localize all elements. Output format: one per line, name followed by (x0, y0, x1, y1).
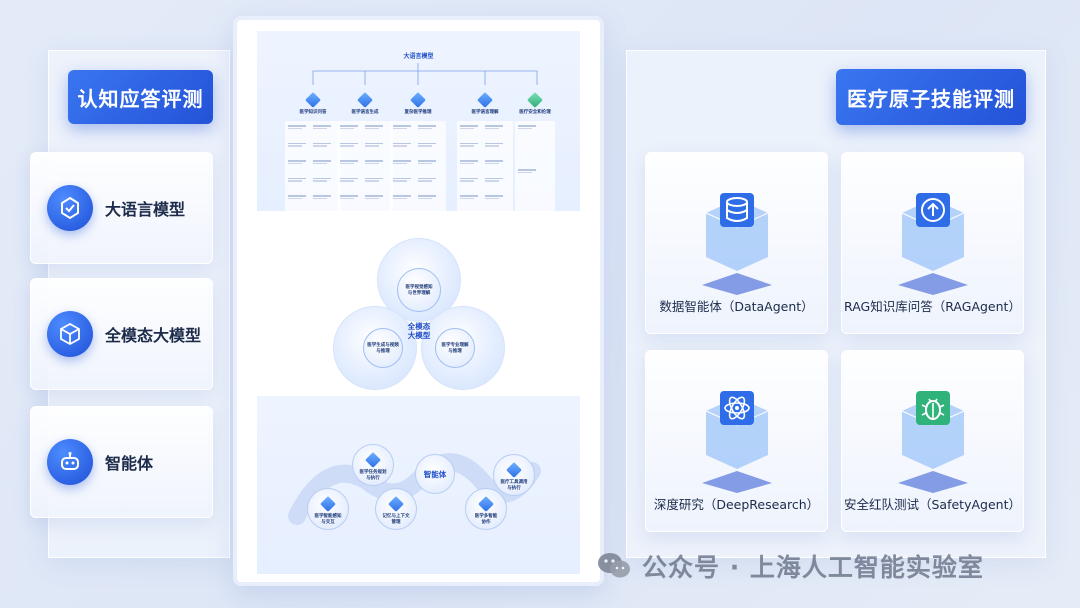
cube-icon (478, 496, 494, 512)
omni-lobe-hub: 医学视觉感知 与世界理解 (397, 268, 441, 312)
agent-node-label: 医学智能感知 与交互 (314, 514, 342, 525)
safety-agent-card[interactable]: 安全红队测试（SafetyAgent） (841, 350, 1024, 532)
database-icon (702, 193, 772, 295)
agent-node-label: 医学多智能 协作 (474, 514, 498, 525)
llm-node-column: 医学知识问答 (285, 92, 341, 213)
llm-node-label: 医学语言生成 (351, 110, 379, 115)
data-agent-card[interactable]: 数据智能体（DataAgent） (645, 152, 828, 334)
omni-hub-title: 全模态 大模型 (407, 322, 431, 340)
atom-icon (702, 391, 772, 493)
agent-card-label: 智能体 (105, 454, 154, 473)
robot-icon (47, 439, 93, 485)
agent-node-label: 医学任务规划 与执行 (359, 470, 387, 481)
box-3d-icon (47, 311, 93, 357)
watermark-text: 公众号 · 上海人工智能实验室 (642, 553, 984, 582)
omni-lobe-hub: 医学生成与视频 与推理 (363, 328, 403, 368)
cube-icon (388, 496, 404, 512)
llm-card[interactable]: 大语言模型 (30, 152, 213, 264)
cube-icon (320, 496, 336, 512)
llm-card-label: 大语言模型 (105, 200, 186, 219)
cube-icon (357, 92, 373, 108)
llm-node-column: 复杂医学推理 (390, 92, 446, 213)
deep-research-card[interactable]: 深度研究（DeepResearch） (645, 350, 828, 532)
omni-lobe-hub: 医学专业理解 与推理 (435, 328, 475, 368)
deep-research-label: 深度研究（DeepResearch） (653, 497, 820, 512)
cube-icon (305, 92, 321, 108)
llm-node-label: 复杂医学推理 (404, 110, 432, 115)
agent-card[interactable]: 智能体 (30, 406, 213, 518)
agent-node: 医学智能感知 与交互 (307, 488, 349, 530)
right-section-title: 医疗原子技能评测 (836, 69, 1026, 125)
agent-node-label: 医疗工具调用 与执行 (500, 480, 528, 491)
watermark: 公众号 · 上海人工智能实验室 (596, 546, 1066, 586)
cube-icon (506, 462, 522, 478)
llm-section-title: 大语言模型 (403, 53, 434, 60)
agent-hub-title: 智能体 (423, 469, 447, 479)
llm-tree-connectors (312, 63, 538, 85)
omni-lobe-label: 医学专业理解 与推理 (441, 343, 469, 354)
llm-node-label: 医学知识问答 (299, 110, 327, 115)
agent-node: 医疗工具调用 与执行 (493, 454, 535, 496)
agent-hub: 智能体 (415, 454, 455, 494)
omni-lobe-label: 医学视觉感知 与世界理解 (405, 285, 433, 296)
cube-icon (365, 452, 381, 468)
rag-agent-label: RAG知识库问答（RAGAgent） (844, 299, 1021, 314)
llm-node-label: 医学语言理解 (471, 110, 499, 115)
agent-section: 医学智能感知 与交互 医学任务规划 与执行 记忆与上下文 管理 智能体 医学多智… (257, 396, 580, 574)
agent-node: 医学多智能 协作 (465, 488, 507, 530)
llm-node-column: 医疗安全和伦理 (515, 92, 555, 213)
agent-node: 记忆与上下文 管理 (375, 488, 417, 530)
rag-agent-card[interactable]: RAG知识库问答（RAGAgent） (841, 152, 1024, 334)
data-agent-label: 数据智能体（DataAgent） (659, 299, 814, 314)
wechat-icon (596, 551, 632, 581)
agent-node-label: 记忆与上下文 管理 (382, 514, 410, 525)
cube-icon (527, 92, 543, 108)
omni-model-card-label: 全模态大模型 (105, 326, 202, 345)
llm-node-column: 医学语言生成 (337, 92, 393, 213)
safety-agent-label: 安全红队测试（SafetyAgent） (844, 497, 1021, 512)
omni-model-section: 医学视觉感知 与世界理解 医学生成与视频 与推理 医学专业理解 与推理 全模态 … (257, 218, 580, 390)
llm-taxonomy-section: 大语言模型 医学知识问答 医学语言生成 复杂 (257, 31, 580, 213)
agent-node: 医学任务规划 与执行 (352, 444, 394, 486)
bug-shield-icon (898, 391, 968, 493)
hexagon-cube-icon (47, 185, 93, 231)
evaluation-diagram-panel: 大语言模型 医学知识问答 医学语言生成 复杂 (233, 16, 604, 586)
llm-node-label: 医疗安全和伦理 (519, 110, 551, 115)
knowledge-upload-icon (898, 193, 968, 295)
omni-lobe-label: 医学生成与视频 与推理 (367, 343, 399, 354)
cube-icon (477, 92, 493, 108)
cube-icon (410, 92, 426, 108)
omni-model-card[interactable]: 全模态大模型 (30, 278, 213, 390)
llm-node-column: 医学语言理解 (457, 92, 513, 213)
left-section-title: 认知应答评测 (68, 70, 213, 124)
